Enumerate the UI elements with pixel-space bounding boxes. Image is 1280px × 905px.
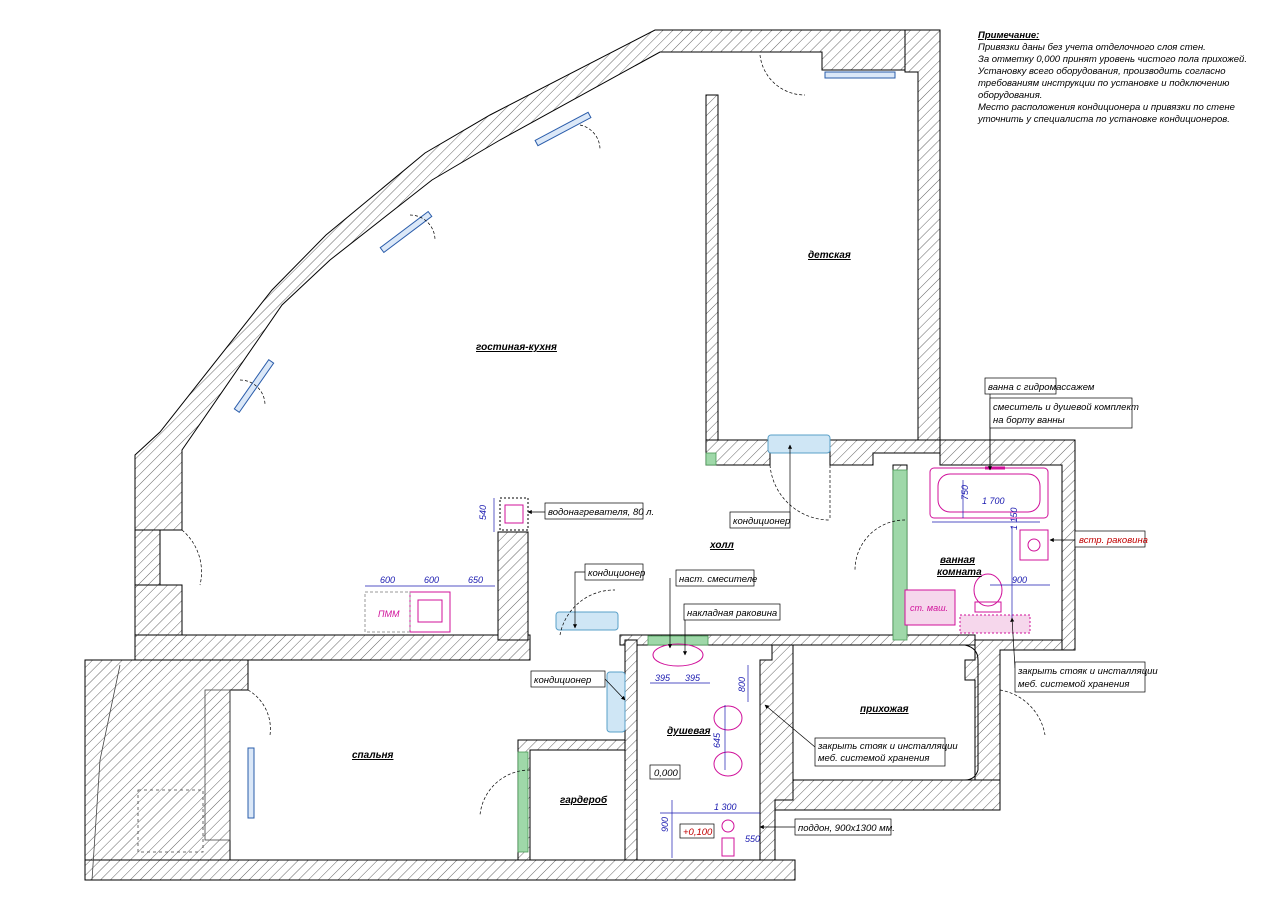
hall-bottom-wall [619, 634, 976, 646]
kids-bottom-wall-2 [829, 439, 941, 466]
callout-boxes [530, 377, 1146, 839]
kitchen-sink [409, 591, 451, 633]
windows [233, 71, 896, 819]
builtin-sink [1019, 529, 1049, 561]
note-line: Привязки даны без учета отделочного слоя… [978, 42, 1206, 53]
dim-600b: 600 [424, 575, 439, 585]
callout-bath-mixer-2: на борту ванны [993, 415, 1065, 426]
tile-kids [705, 452, 717, 466]
window-living-2 [379, 210, 433, 254]
dim-800: 800 [737, 677, 747, 692]
room-bath-2: комната [937, 567, 982, 578]
callout-basin: накладная раковина [687, 608, 777, 619]
room-wardrobe: гардероб [560, 794, 608, 806]
doors [181, 54, 1046, 816]
washer [904, 589, 956, 626]
callout-bath-mixer-1: смеситель и душевой комплект [993, 402, 1139, 413]
dim-1150: 1 150 [1009, 507, 1019, 530]
window-living-3 [233, 359, 275, 413]
kids-right-wall [904, 29, 941, 441]
label-level-zero: 0,000 [654, 768, 678, 779]
dim-395b: 395 [685, 673, 701, 683]
bathtub [929, 467, 1049, 519]
shower-basin [652, 643, 704, 667]
ac-bedroom [606, 671, 626, 733]
tile-wardrobe [517, 751, 529, 853]
water-heater [499, 497, 529, 531]
window-bedroom [247, 747, 255, 819]
balcony [91, 664, 231, 881]
ac-kids [767, 434, 831, 454]
entry-bottom-wall [774, 779, 1001, 811]
dim-600a: 600 [380, 575, 395, 585]
callout-mixer: наст. смесителе [679, 574, 757, 585]
room-bedroom: спальня [352, 750, 394, 761]
shower-left-wall [624, 639, 638, 861]
note-title: Примечание: [978, 30, 1040, 41]
dim-540: 540 [478, 505, 488, 520]
wardrobe-wall [517, 739, 626, 861]
label-washer: ст. маш. [910, 603, 948, 613]
room-living: гостиная-кухня [476, 342, 557, 353]
entry-panel [792, 644, 979, 781]
column-wall [497, 531, 529, 641]
bedroom-left-wall [84, 659, 249, 881]
facade-wall [134, 29, 911, 531]
callout-water-heater: водонагревателя, 80 л. [548, 507, 654, 518]
label-dishwasher: ПММ [378, 609, 400, 619]
note-line: Место расположения кондиционера и привяз… [978, 102, 1235, 125]
callout-risers-bath-1: закрыть стояк и инсталляции [1017, 666, 1158, 677]
shower-right-wall [759, 644, 794, 861]
room-shower: душевая [667, 726, 711, 737]
dim-1300: 1 300 [714, 802, 737, 812]
callout-risers-shower-1: закрыть стояк и инсталляции [817, 741, 958, 752]
window-living-1 [534, 111, 592, 147]
living-bottom-wall [134, 634, 531, 661]
callout-risers-bath-2: меб. системой хранения [1018, 679, 1129, 690]
living-left-wall [134, 529, 161, 586]
label-level-plus: +0,100 [683, 827, 713, 838]
room-bath-1: ванная [940, 555, 975, 566]
callout-ac-bedroom: кондиционер [534, 675, 591, 686]
callout-builtin-sink: встр. раковина [1079, 535, 1148, 546]
callout-risers-shower-2: меб. системой хранения [818, 753, 929, 764]
dim-650: 650 [468, 575, 483, 585]
ac-hall [555, 611, 619, 631]
room-kids: детская [808, 250, 851, 261]
dim-1700: 1 700 [982, 496, 1005, 506]
toilet-bath [973, 573, 1003, 607]
ac-units [555, 434, 831, 733]
leaders [527, 390, 1075, 830]
bedroom-bottom-wall [84, 859, 796, 881]
callout-tray: поддон, 900х1300 мм. [798, 823, 895, 834]
room-entry: прихожая [860, 704, 909, 715]
callout-jacuzzi: ванна с гидромассажем [988, 382, 1095, 393]
dim-395a: 395 [655, 673, 671, 683]
tile-bath [892, 469, 908, 641]
dimension-lines [365, 480, 1050, 858]
dim-900a: 900 [1012, 575, 1027, 585]
dim-550: 550 [745, 834, 760, 844]
walls [84, 29, 1076, 881]
dim-750: 750 [960, 485, 970, 500]
dim-900b: 900 [660, 817, 670, 832]
thresholds [517, 452, 908, 853]
note-line: За отметку 0,000 принят уровень чистого … [978, 54, 1247, 65]
window-kids [824, 71, 896, 79]
kids-left-wall [705, 94, 719, 453]
note-block: Примечание: Привязки даны без учета отде… [978, 30, 1263, 126]
callout-ac-kids: кондиционер [733, 516, 790, 527]
note-line: Установку всего оборудования, производит… [978, 66, 1230, 101]
room-hall: холл [709, 540, 735, 551]
callout-ac-hall: кондиционер [588, 568, 645, 579]
tile-shower [647, 635, 709, 646]
dim-645: 645 [712, 732, 722, 748]
